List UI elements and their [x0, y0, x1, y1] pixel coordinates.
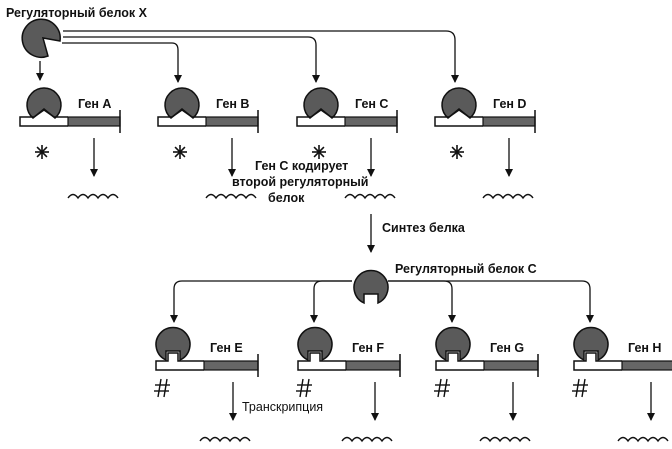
gene-unit-c: Ген C — [296, 87, 398, 200]
arrow-to-gene-b — [62, 42, 182, 83]
gene-c-note: Ген C кодирует второй регуляторный белок — [232, 159, 369, 205]
dna-operator — [157, 109, 206, 127]
note-line-3: белок — [268, 191, 305, 205]
regulatory-protein-bound-icon — [155, 326, 191, 362]
hash-icon — [154, 378, 170, 398]
arrow-to-gene-g — [388, 280, 456, 323]
gene-bar — [621, 360, 672, 371]
gene-bar — [483, 360, 539, 371]
dna-operator — [435, 352, 484, 371]
regulatory-protein-c-icon — [353, 269, 389, 305]
gene-unit-f: Ген F — [296, 326, 401, 443]
gene-bar — [67, 116, 121, 127]
asterisk-icon — [312, 145, 326, 159]
synthesis-label: Синтез белка — [382, 221, 466, 235]
regulatory-protein-bound-icon — [297, 326, 333, 362]
transcription-label: Транскрипция — [242, 400, 323, 414]
mrna-wave-icon — [341, 436, 393, 443]
hash-icon — [572, 378, 588, 398]
arrow-to-gene-f — [310, 280, 352, 323]
mrna-wave-icon — [67, 193, 119, 200]
gene-bar — [205, 116, 259, 127]
dna-operator — [296, 109, 345, 127]
mrna-wave-icon — [482, 193, 534, 200]
gene-label-h: Ген H — [628, 341, 661, 355]
gene-label-d: Ген D — [493, 97, 526, 111]
gene-label-g: Ген G — [490, 341, 524, 355]
mrna-wave-icon — [199, 436, 251, 443]
dna-operator — [19, 109, 68, 127]
top-gene-units: Ген A Ген B Ген C Ген D — [19, 87, 536, 200]
arrow-to-gene-c — [63, 36, 320, 83]
gene-unit-b: Ген B — [157, 87, 259, 200]
protein-c-label: Регуляторный белок C — [395, 262, 537, 276]
regulatory-protein-bound-icon — [164, 87, 200, 119]
asterisk-icon — [450, 145, 464, 159]
protein-x-label: Регуляторный белок X — [6, 6, 148, 20]
regulatory-protein-bound-icon — [303, 87, 339, 119]
gene-unit-h: Ген H — [572, 326, 672, 443]
regulatory-protein-bound-icon — [573, 326, 609, 362]
mrna-wave-icon — [344, 193, 396, 200]
gene-label-a: Ген A — [78, 97, 111, 111]
gene-unit-a: Ген A — [19, 87, 121, 200]
asterisk-icon — [173, 145, 187, 159]
bottom-gene-units: Ген E Ген F Ген G Ген H — [154, 326, 672, 443]
gene-label-c: Ген C — [355, 97, 388, 111]
gene-unit-d: Ген D — [434, 87, 536, 200]
arrow-to-gene-d — [63, 30, 459, 83]
arrow-to-gene-h — [388, 280, 594, 323]
mrna-wave-icon — [205, 193, 257, 200]
mrna-wave-icon — [617, 436, 669, 443]
regulatory-protein-bound-icon — [435, 326, 471, 362]
mrna-wave-icon — [479, 436, 531, 443]
gene-bar — [203, 360, 259, 371]
hash-icon — [296, 378, 312, 398]
gene-bar — [345, 360, 401, 371]
dna-operator — [434, 109, 483, 127]
gene-bar — [344, 116, 398, 127]
regulatory-protein-x-icon — [21, 18, 61, 59]
note-line-2: второй регуляторный — [232, 175, 369, 189]
gene-bar — [482, 116, 536, 127]
note-line-1: Ген C кодирует — [255, 159, 348, 173]
dna-operator — [155, 352, 204, 371]
arrow-to-gene-e — [170, 280, 352, 323]
gene-label-b: Ген B — [216, 97, 249, 111]
dna-operator — [297, 352, 346, 371]
dna-operator — [573, 352, 622, 371]
gene-unit-e: Ген E — [154, 326, 259, 443]
gene-unit-g: Ген G — [434, 326, 539, 443]
gene-label-e: Ген E — [210, 341, 243, 355]
regulatory-protein-bound-icon — [26, 87, 62, 119]
gene-label-f: Ген F — [352, 341, 384, 355]
hash-icon — [434, 378, 450, 398]
asterisk-icon — [35, 145, 49, 159]
regulatory-protein-bound-icon — [441, 87, 477, 119]
